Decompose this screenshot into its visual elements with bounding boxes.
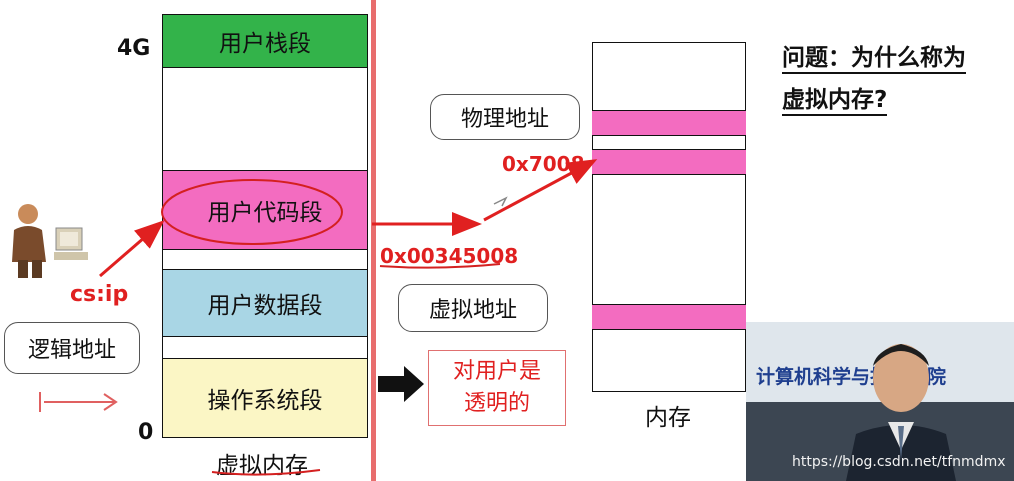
arrow-csip-to-code bbox=[99, 220, 165, 278]
black-arrow bbox=[378, 366, 424, 402]
segment-user-data: 用户数据段 bbox=[162, 269, 368, 337]
cs-ip-label: cs:ip bbox=[70, 282, 129, 307]
person-at-computer-icon bbox=[4, 200, 94, 282]
physical-address-callout: 物理地址 bbox=[430, 94, 580, 140]
presenter-avatar bbox=[846, 330, 956, 481]
segment-user-stack-label: 用户栈段 bbox=[219, 31, 311, 57]
memory-caption: 内存 bbox=[645, 405, 691, 431]
segment-user-stack: 用户栈段 bbox=[162, 14, 368, 68]
handdrawn-arrow-head bbox=[103, 393, 118, 411]
physical-address-text: 物理地址 bbox=[460, 107, 549, 132]
segment-user-code-label: 用户代码段 bbox=[207, 200, 323, 226]
watermark: https://blog.csdn.net/tfnmdmx bbox=[792, 454, 1006, 470]
caption-underline bbox=[211, 469, 321, 476]
memory-band-3 bbox=[592, 304, 746, 330]
memory-band-1 bbox=[592, 110, 746, 136]
question-line-1: 问题：为什么称为 bbox=[782, 38, 966, 74]
segment-os-label: 操作系统段 bbox=[207, 388, 323, 414]
divider-line bbox=[371, 0, 376, 481]
segment-user-data-label: 用户数据段 bbox=[207, 293, 323, 319]
label-zero: 0 bbox=[138, 420, 154, 445]
physical-memory-box bbox=[592, 42, 746, 392]
logical-address-callout: 逻辑地址 bbox=[4, 322, 140, 374]
segment-os: 操作系统段 bbox=[162, 358, 368, 438]
virtual-address-underline bbox=[379, 263, 501, 269]
transparent-note-text: 对用户是 透明的 bbox=[452, 359, 541, 416]
video-overlay: 计算机科学与技术学院 https://blog.csdn.net/tfnmdmx bbox=[746, 322, 1014, 481]
virtual-address-text: 虚拟地址 bbox=[428, 298, 517, 323]
cursor-mark bbox=[493, 196, 508, 207]
virtual-address-callout: 虚拟地址 bbox=[398, 284, 548, 332]
arrow-to-physical bbox=[483, 159, 598, 222]
label-4g: 4G bbox=[117, 36, 151, 61]
memory-band-2 bbox=[592, 149, 746, 175]
highlight-oval bbox=[161, 179, 343, 245]
logical-address-text: 逻辑地址 bbox=[27, 338, 116, 363]
question-line-2: 虚拟内存? bbox=[782, 80, 888, 116]
transparent-note-box: 对用户是 透明的 bbox=[428, 350, 566, 426]
